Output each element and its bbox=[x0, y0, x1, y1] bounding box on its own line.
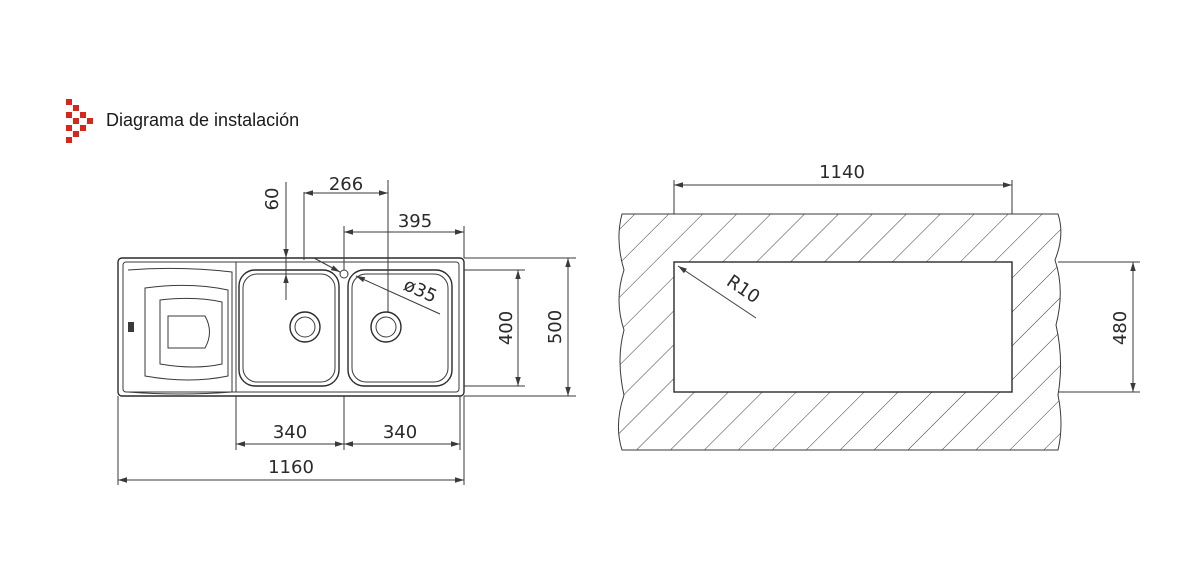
dim-right-bowl-width: 395 bbox=[398, 211, 432, 232]
right-bowl bbox=[347, 269, 453, 387]
dim-bowl-left-width: 340 bbox=[273, 422, 307, 443]
dim-cutout-width: 1140 bbox=[819, 162, 865, 183]
faucet-hole bbox=[339, 269, 349, 279]
dim-bowl-depth: 400 bbox=[496, 311, 517, 345]
drainboard bbox=[127, 267, 233, 395]
red-pixel-logo-icon bbox=[66, 99, 93, 143]
dim-bowl-right-width: 340 bbox=[383, 422, 417, 443]
left-drain-hole bbox=[289, 311, 321, 343]
dim-bowl-centers: 266 bbox=[329, 174, 363, 195]
dim-overall-depth: 500 bbox=[545, 310, 566, 344]
dim-hole-diameter: ø35 bbox=[400, 274, 440, 307]
dim-overall-width: 1160 bbox=[268, 457, 314, 478]
countertop-hatch bbox=[618, 213, 1062, 451]
cutout-view: 1140 480 R10 bbox=[618, 162, 1140, 451]
sink-outline bbox=[117, 257, 465, 397]
dim-faucet-offset: 60 bbox=[262, 188, 283, 211]
dim-corner-radius: R10 bbox=[723, 271, 764, 308]
cutout-opening bbox=[673, 261, 1013, 393]
left-bowl bbox=[238, 269, 340, 387]
sink-top-view: 266 60 395 ø35 400 500 340 340 bbox=[117, 174, 576, 485]
page-title: Diagrama de instalación bbox=[106, 110, 300, 130]
right-drain-hole bbox=[370, 311, 402, 343]
dim-cutout-height: 480 bbox=[1110, 311, 1131, 345]
